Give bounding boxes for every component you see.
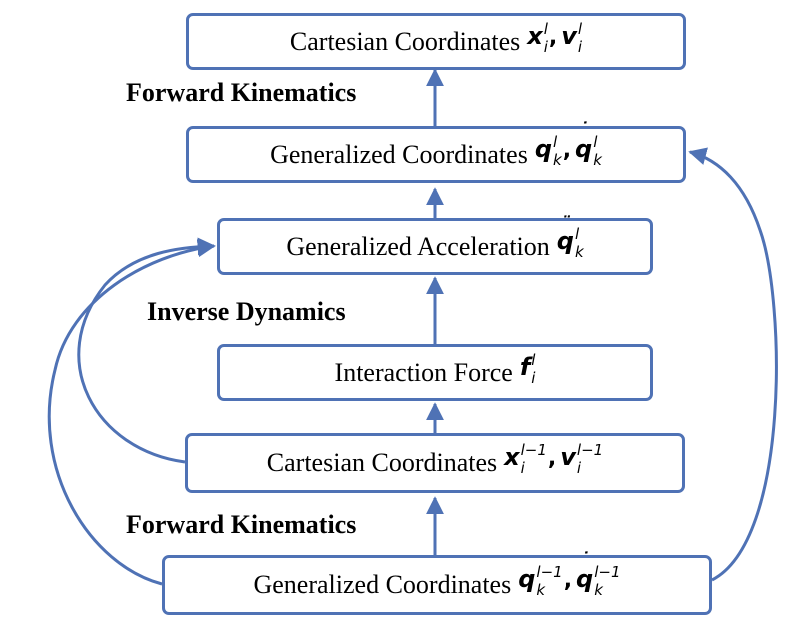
curve-generalized-bottom-to-generalized-top bbox=[688, 147, 778, 582]
forward-kinematics-label-top: Forward Kinematics bbox=[126, 78, 357, 107]
box-text: Cartesian Coordinates bbox=[289, 26, 521, 56]
curve-generalized-bottom-to-acceleration bbox=[47, 239, 216, 586]
math-expression: q lk bbox=[557, 226, 584, 267]
generalized-acceleration-box: Generalized Acceleration q lk bbox=[217, 218, 653, 275]
curve-cartesian-to-acceleration bbox=[77, 237, 216, 464]
box-text: Interaction Force bbox=[334, 357, 513, 387]
inverse-dynamics-label: Inverse Dynamics bbox=[147, 297, 346, 326]
box-text: Cartesian Coordinates bbox=[266, 448, 498, 477]
box-text: Generalized Coordinates bbox=[270, 139, 528, 169]
math-expression: q lk , q lk bbox=[535, 134, 602, 175]
box-text: Generalized Acceleration bbox=[286, 231, 550, 261]
generalized-coordinates-bottom-box: Generalized Coordinates q l−1k , q l−1k bbox=[162, 555, 712, 615]
forward-kinematics-label-bottom: Forward Kinematics bbox=[126, 510, 357, 539]
math-expression: q l−1k , q l−1k bbox=[518, 565, 620, 605]
box-text: Generalized Coordinates bbox=[253, 570, 512, 599]
generalized-coordinates-top-box: Generalized Coordinates q lk , q lk bbox=[186, 126, 686, 183]
